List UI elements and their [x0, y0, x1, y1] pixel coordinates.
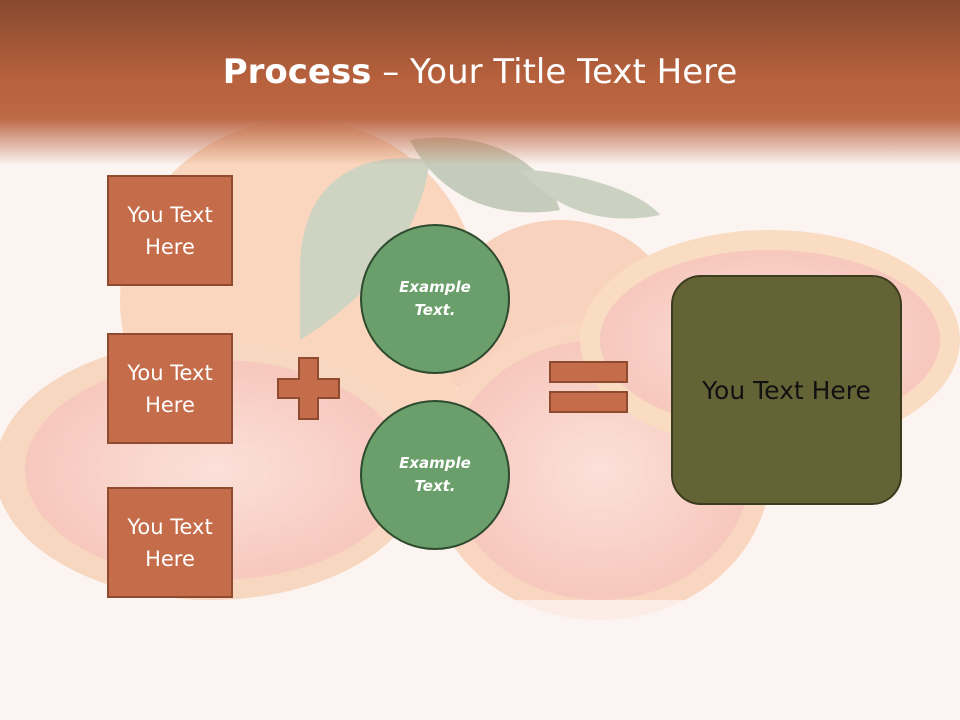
- example-circle-1[interactable]: Example Text.: [360, 224, 510, 374]
- text-box-3[interactable]: You Text Here: [107, 487, 233, 598]
- text-box-1[interactable]: You Text Here: [107, 175, 233, 286]
- example-circle-2[interactable]: Example Text.: [360, 400, 510, 550]
- text-box-2[interactable]: You Text Here: [107, 333, 233, 444]
- result-box-label: You Text Here: [702, 375, 871, 405]
- equals-icon: [549, 361, 628, 413]
- plus-icon: [277, 357, 340, 420]
- example-circle-2-label: Example Text.: [399, 454, 471, 495]
- text-box-3-label: You Text Here: [127, 514, 213, 571]
- header-band: [0, 0, 960, 165]
- title-bold: Process: [222, 52, 372, 92]
- slide-title: Process – Your Title Text Here: [0, 52, 960, 92]
- title-rest: – Your Title Text Here: [371, 52, 738, 92]
- text-box-2-label: You Text Here: [127, 360, 213, 417]
- text-box-1-label: You Text Here: [127, 202, 213, 259]
- result-box[interactable]: You Text Here: [671, 275, 902, 505]
- example-circle-1-label: Example Text.: [399, 278, 471, 319]
